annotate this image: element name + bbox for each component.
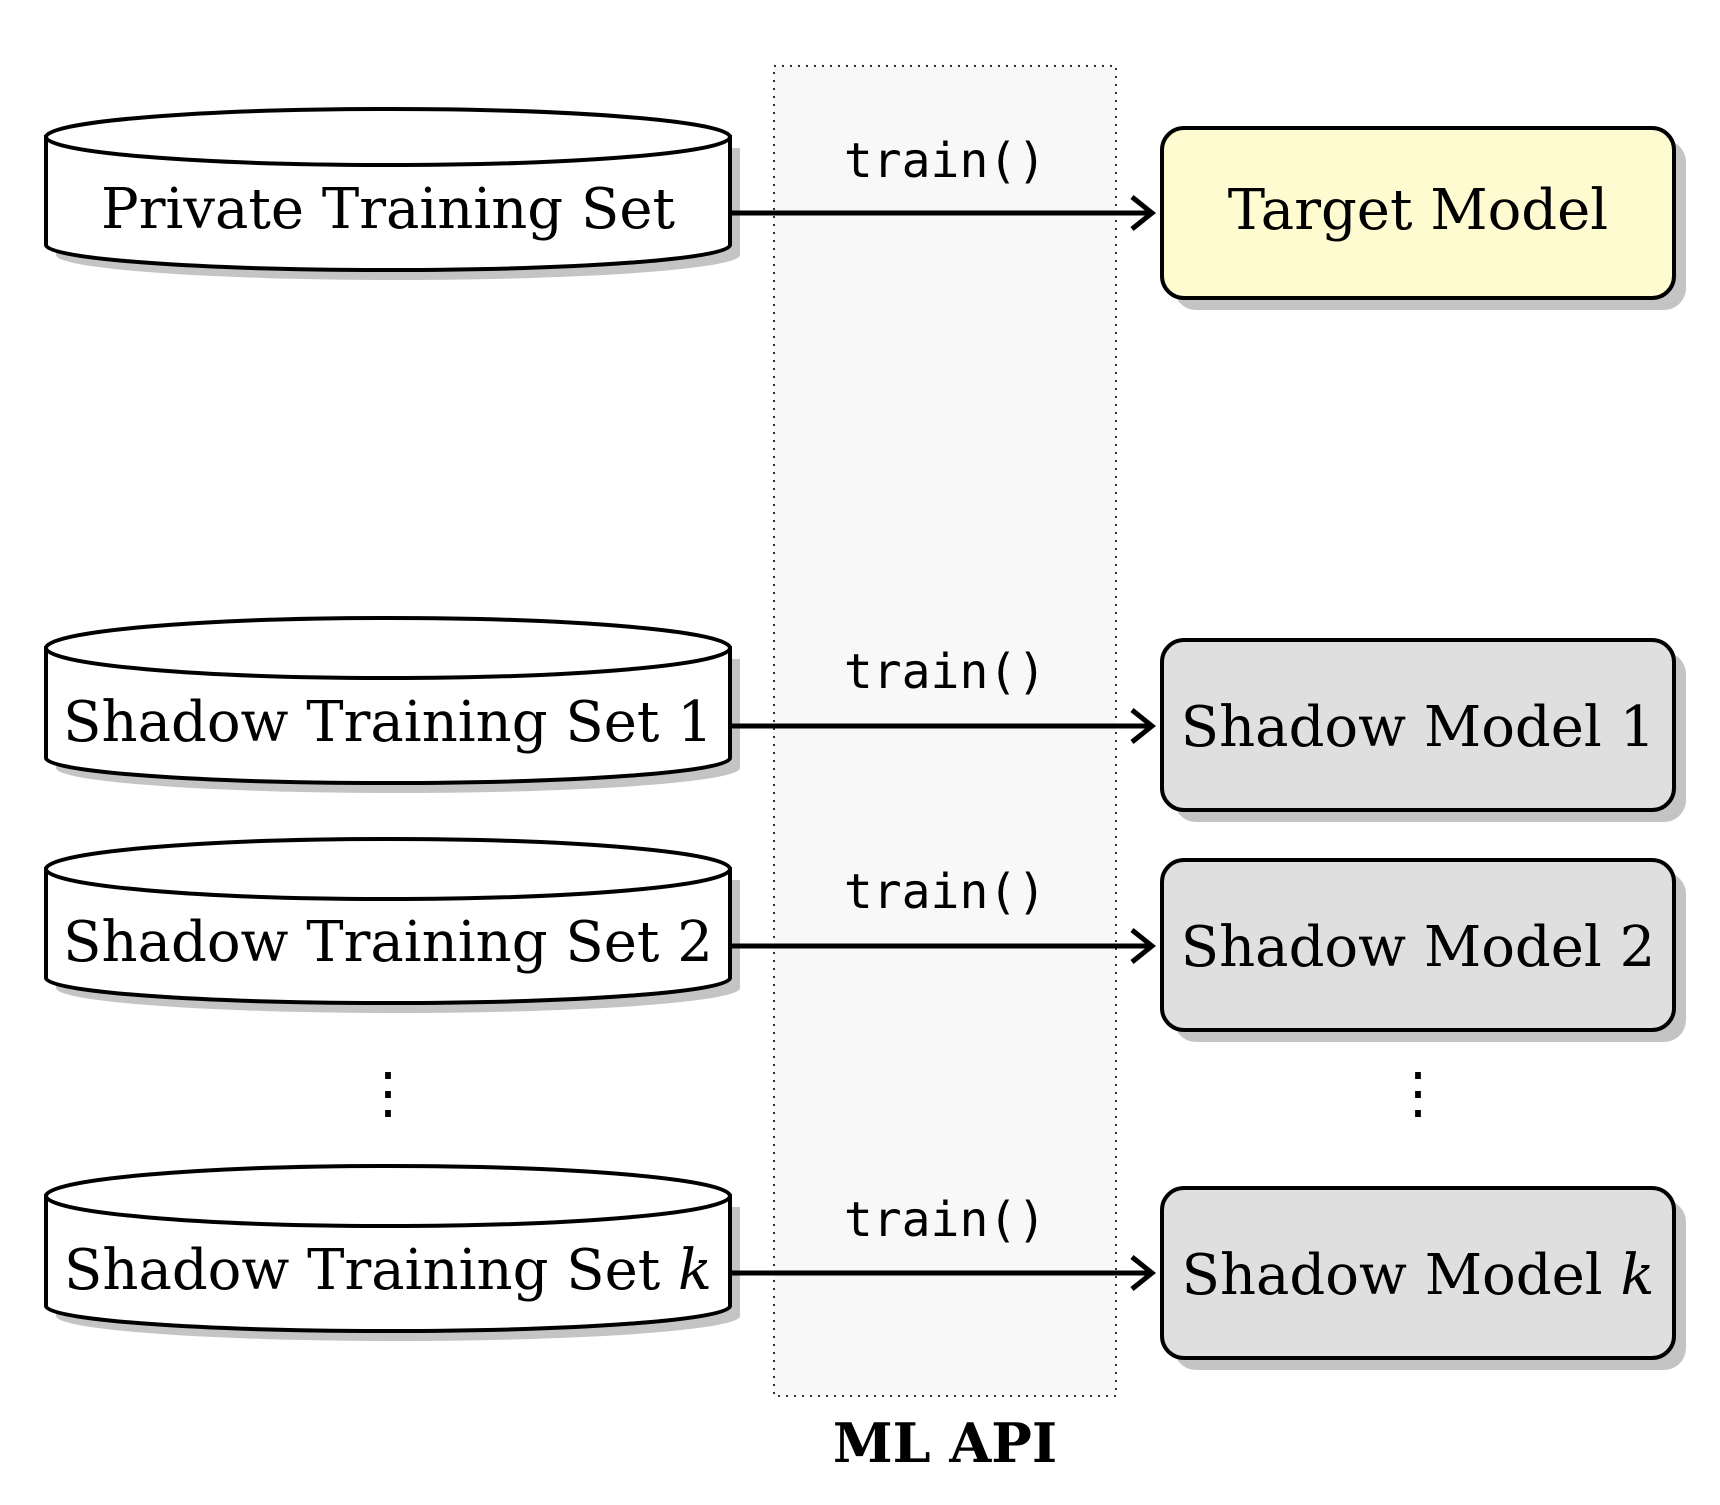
ml-api-box [773, 65, 1117, 1397]
shadow-model-2-box [1160, 858, 1676, 1032]
shadow-model-k-box [1160, 1186, 1676, 1360]
train-call-label: train() [844, 644, 1046, 700]
variable-k: k [1620, 1243, 1654, 1308]
arrow-head [1130, 195, 1157, 231]
shadow-training-set-2-label: Shadow Training Set 2 [63, 910, 713, 975]
arrow-head [1130, 928, 1157, 964]
target-row: Private Training Set train() Target Mode… [44, 107, 1686, 310]
shadow-model-k-label: Shadow Model k [1182, 1243, 1655, 1308]
dataset-cylinder-body [44, 867, 732, 1005]
dataset-ellipsis: ⋮ [360, 1061, 416, 1126]
target-model-label: Target Model [1228, 178, 1608, 243]
shadow-model-1-label: Shadow Model 1 [1181, 695, 1656, 760]
model-ellipsis: ⋮ [1390, 1061, 1446, 1126]
shadow-training-set-k-label: Shadow Training Set k [64, 1238, 712, 1303]
variable-k: k [678, 1238, 712, 1303]
shadow-training-set-1-label: Shadow Training Set 1 [63, 690, 713, 755]
shadow-row-1: Shadow Training Set 1 train() Shadow Mod… [44, 616, 1686, 822]
dataset-cylinder-top [44, 107, 732, 167]
arrow-head [1130, 1255, 1157, 1291]
shadow-row-2: Shadow Training Set 2 train() Shadow Mod… [44, 837, 1686, 1042]
train-call-label: train() [844, 864, 1046, 920]
ml-api-label: ML API [833, 1411, 1057, 1475]
dataset-cylinder-top [44, 1164, 732, 1228]
dataset-cylinder-body [44, 1194, 732, 1333]
target-model-box [1160, 126, 1676, 300]
private-training-set-label: Private Training Set [101, 177, 675, 242]
arrow-head [1130, 708, 1157, 744]
shadow-model-1-box [1160, 638, 1676, 812]
dataset-cylinder-top [44, 616, 732, 680]
dataset-cylinder-top [44, 837, 732, 901]
shadow-row-k: Shadow Training Set k train() Shadow Mod… [44, 1164, 1686, 1370]
dataset-cylinder-body [44, 135, 732, 272]
shadow-model-2-label: Shadow Model 2 [1181, 915, 1656, 980]
dataset-cylinder-body [44, 646, 732, 785]
train-call-label: train() [844, 133, 1046, 189]
ml-api-region: ML API [773, 65, 1117, 1475]
train-call-label: train() [844, 1192, 1046, 1248]
